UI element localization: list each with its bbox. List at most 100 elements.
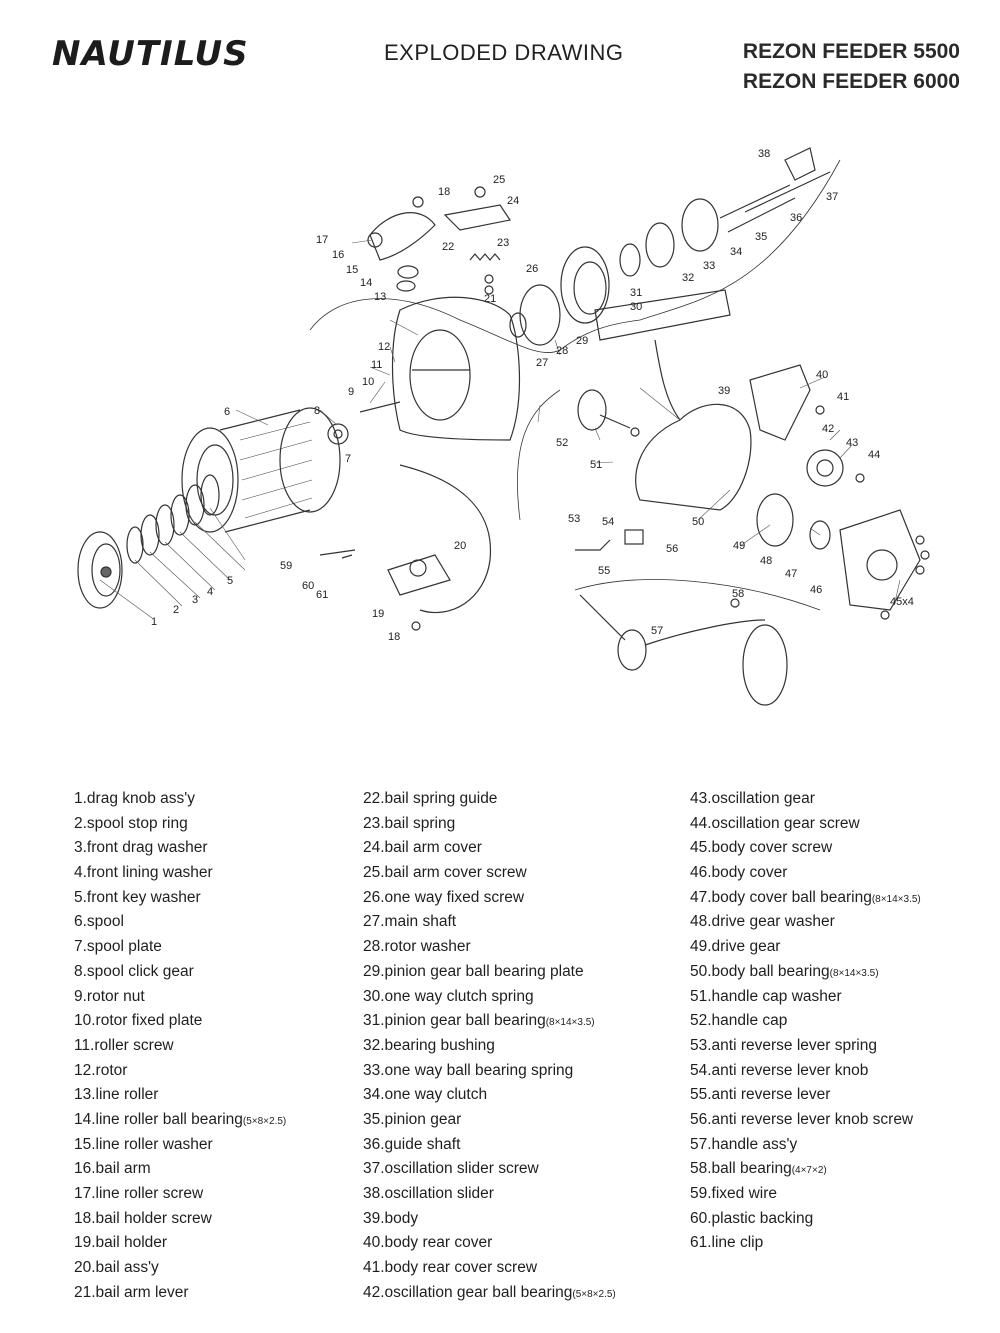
- part-spec: (8×14×3.5): [829, 967, 879, 979]
- part-name: 56.anti reverse lever knob screw: [690, 1110, 914, 1128]
- part-name: 19.bail holder: [74, 1234, 168, 1252]
- callout-label: 36: [790, 212, 802, 224]
- callout-label: 30: [630, 301, 642, 313]
- part-entry: 8.spool click gear: [74, 960, 286, 985]
- callout-label: 46: [810, 584, 822, 596]
- part-name: 14.line roller ball bearing: [74, 1110, 243, 1128]
- part-entry: 35.pinion gear: [363, 1108, 616, 1133]
- part-entry: 56.anti reverse lever knob screw: [690, 1108, 921, 1133]
- part-name: 25.bail arm cover screw: [363, 864, 527, 882]
- part-entry: 46.body cover: [690, 861, 921, 886]
- callout-label: 3: [192, 594, 198, 606]
- callout-label: 48: [760, 555, 772, 567]
- part-name: 61.line clip: [690, 1234, 764, 1252]
- part-entry: 10.rotor fixed plate: [74, 1009, 286, 1034]
- callout-label: 7: [345, 453, 351, 465]
- part-entry: 5.front key washer: [74, 886, 286, 911]
- part-entry: 15.line roller washer: [74, 1133, 286, 1158]
- part-name: 21.bail arm lever: [74, 1283, 189, 1301]
- callout-label: 13: [374, 291, 386, 303]
- callout-label: 8: [314, 405, 320, 417]
- part-entry: 12.rotor: [74, 1059, 286, 1084]
- part-name: 52.handle cap: [690, 1012, 788, 1030]
- part-entry: 17.line roller screw: [74, 1182, 286, 1207]
- part-entry: 16.bail arm: [74, 1157, 286, 1182]
- callout-label: 24: [507, 195, 519, 207]
- callout-label: 14: [360, 277, 372, 289]
- part-entry: 3.front drag washer: [74, 836, 286, 861]
- part-entry: 23.bail spring: [363, 812, 616, 837]
- part-name: 41.body rear cover screw: [363, 1259, 538, 1277]
- callout-label: 47: [785, 568, 797, 580]
- part-name: 60.plastic backing: [690, 1209, 814, 1227]
- part-name: 49.drive gear: [690, 938, 781, 956]
- part-entry: 22.bail spring guide: [363, 787, 616, 812]
- part-spec: (5×8×2.5): [242, 1115, 287, 1127]
- callout-label: 55: [598, 565, 610, 577]
- callout-label: 10: [362, 376, 374, 388]
- callout-label: 4: [207, 586, 213, 598]
- part-entry: 7.spool plate: [74, 935, 286, 960]
- part-entry: 38.oscillation slider: [363, 1182, 616, 1207]
- callout-label: 16: [332, 249, 344, 261]
- callout-label: 45x4: [890, 596, 914, 608]
- part-entry: 2.spool stop ring: [74, 812, 286, 837]
- callout-label: 6: [224, 406, 230, 418]
- part-name: 1.drag knob ass'y: [74, 790, 196, 807]
- part-name: 54.anti reverse lever knob: [690, 1061, 869, 1079]
- part-name: 28.rotor washer: [363, 938, 471, 956]
- part-entry: 34.one way clutch: [363, 1083, 616, 1108]
- callout-label: 1: [151, 616, 157, 628]
- part-name: 24.bail arm cover: [363, 839, 482, 857]
- part-entry: 40.body rear cover: [363, 1231, 616, 1256]
- callout-label: 57: [651, 625, 663, 637]
- part-name: 40.body rear cover: [363, 1234, 493, 1252]
- part-entry: 44.oscillation gear screw: [690, 812, 921, 837]
- part-name: 59.fixed wire: [690, 1185, 778, 1202]
- part-name: 53.anti reverse lever spring: [690, 1036, 877, 1054]
- washer-stack: [126, 474, 220, 564]
- part-name: 5.front key washer: [74, 888, 201, 906]
- part-spec: (4×7×2): [791, 1165, 827, 1177]
- part-entry: 14.line roller ball bearing(5×8×2.5): [74, 1108, 286, 1133]
- part-entry: 59.fixed wire: [690, 1182, 921, 1207]
- part-entry: 58.ball bearing(4×7×2): [690, 1157, 921, 1182]
- part-name: 7.spool plate: [74, 938, 162, 956]
- part-entry: 39.body: [363, 1207, 616, 1232]
- callout-label: 59: [280, 560, 292, 572]
- part-entry: 41.body rear cover screw: [363, 1256, 616, 1281]
- part-name: 10.rotor fixed plate: [74, 1012, 203, 1030]
- part-entry: 57.handle ass'y: [690, 1133, 921, 1158]
- callout-label: 58: [732, 588, 744, 600]
- model-name: REZON FEEDER 5500: [742, 40, 960, 63]
- part-name: 34.one way clutch: [363, 1086, 488, 1104]
- callout-label: 43: [846, 437, 858, 449]
- callout-label: 21: [484, 293, 496, 305]
- part-entry: 31.pinion gear ball bearing(8×14×3.5): [363, 1009, 616, 1034]
- callout-label: 22: [442, 241, 454, 253]
- callout-label: 50: [692, 516, 704, 528]
- callout-label: 28: [556, 345, 568, 357]
- part-entry: 27.main shaft: [363, 910, 616, 935]
- document-title: EXPLODED DRAWING: [384, 40, 624, 65]
- callout-label: 44: [868, 449, 880, 461]
- callout-label: 40: [816, 369, 828, 381]
- part-entry: 36.guide shaft: [363, 1133, 616, 1158]
- part-entry: 54.anti reverse lever knob: [690, 1059, 921, 1084]
- callout-label: 29: [576, 335, 588, 347]
- part-name: 22.bail spring guide: [363, 790, 498, 807]
- part-name: 16.bail arm: [74, 1160, 151, 1178]
- handle-part: [579, 594, 788, 706]
- callout-label: 19: [372, 608, 384, 620]
- part-name: 26.one way fixed screw: [363, 888, 525, 906]
- part-entry: 45.body cover screw: [690, 836, 921, 861]
- rotor-part: [391, 296, 521, 441]
- part-entry: 37.oscillation slider screw: [363, 1157, 616, 1182]
- part-entry: 50.body ball bearing(8×14×3.5): [690, 960, 921, 985]
- spool-part: [181, 407, 341, 533]
- body-part: [594, 289, 752, 511]
- callout-label: 11: [371, 359, 382, 371]
- part-entry: 24.bail arm cover: [363, 836, 616, 861]
- part-name: 23.bail spring: [363, 814, 456, 832]
